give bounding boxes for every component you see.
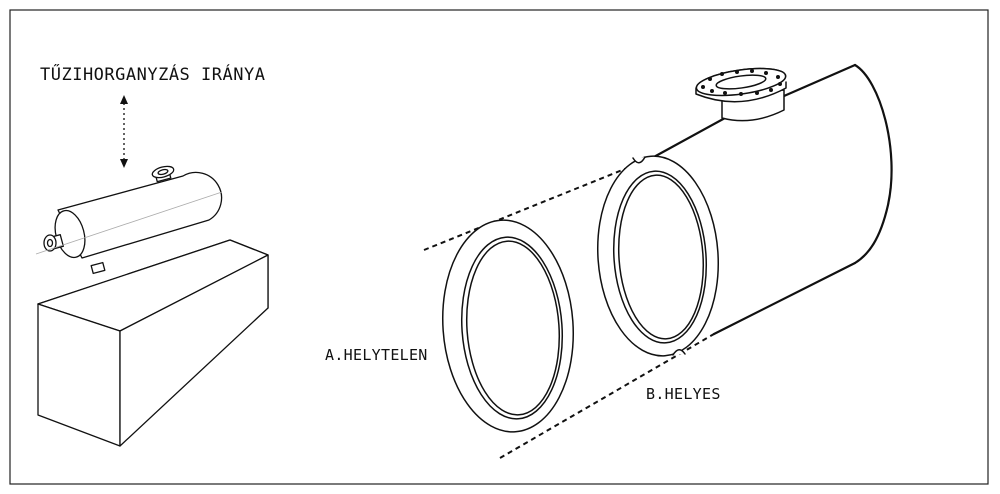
direction-label: TŰZIHORGANYZÁS IRÁNYA bbox=[40, 63, 265, 85]
label-correct: B.HELYES bbox=[646, 385, 721, 403]
small-vessel bbox=[43, 165, 223, 275]
galvanizing-bath bbox=[37, 239, 269, 447]
large-vessel bbox=[650, 63, 893, 336]
guide-lines bbox=[423, 157, 715, 459]
ring-b-correct bbox=[596, 155, 720, 357]
top-flange-nozzle bbox=[695, 67, 787, 122]
label-incorrect: A.HELYTELEN bbox=[325, 346, 428, 364]
diagram-frame bbox=[9, 9, 989, 485]
ring-a-incorrect bbox=[441, 219, 575, 433]
direction-arrow bbox=[120, 95, 128, 168]
vessel-centerline bbox=[35, 191, 223, 255]
